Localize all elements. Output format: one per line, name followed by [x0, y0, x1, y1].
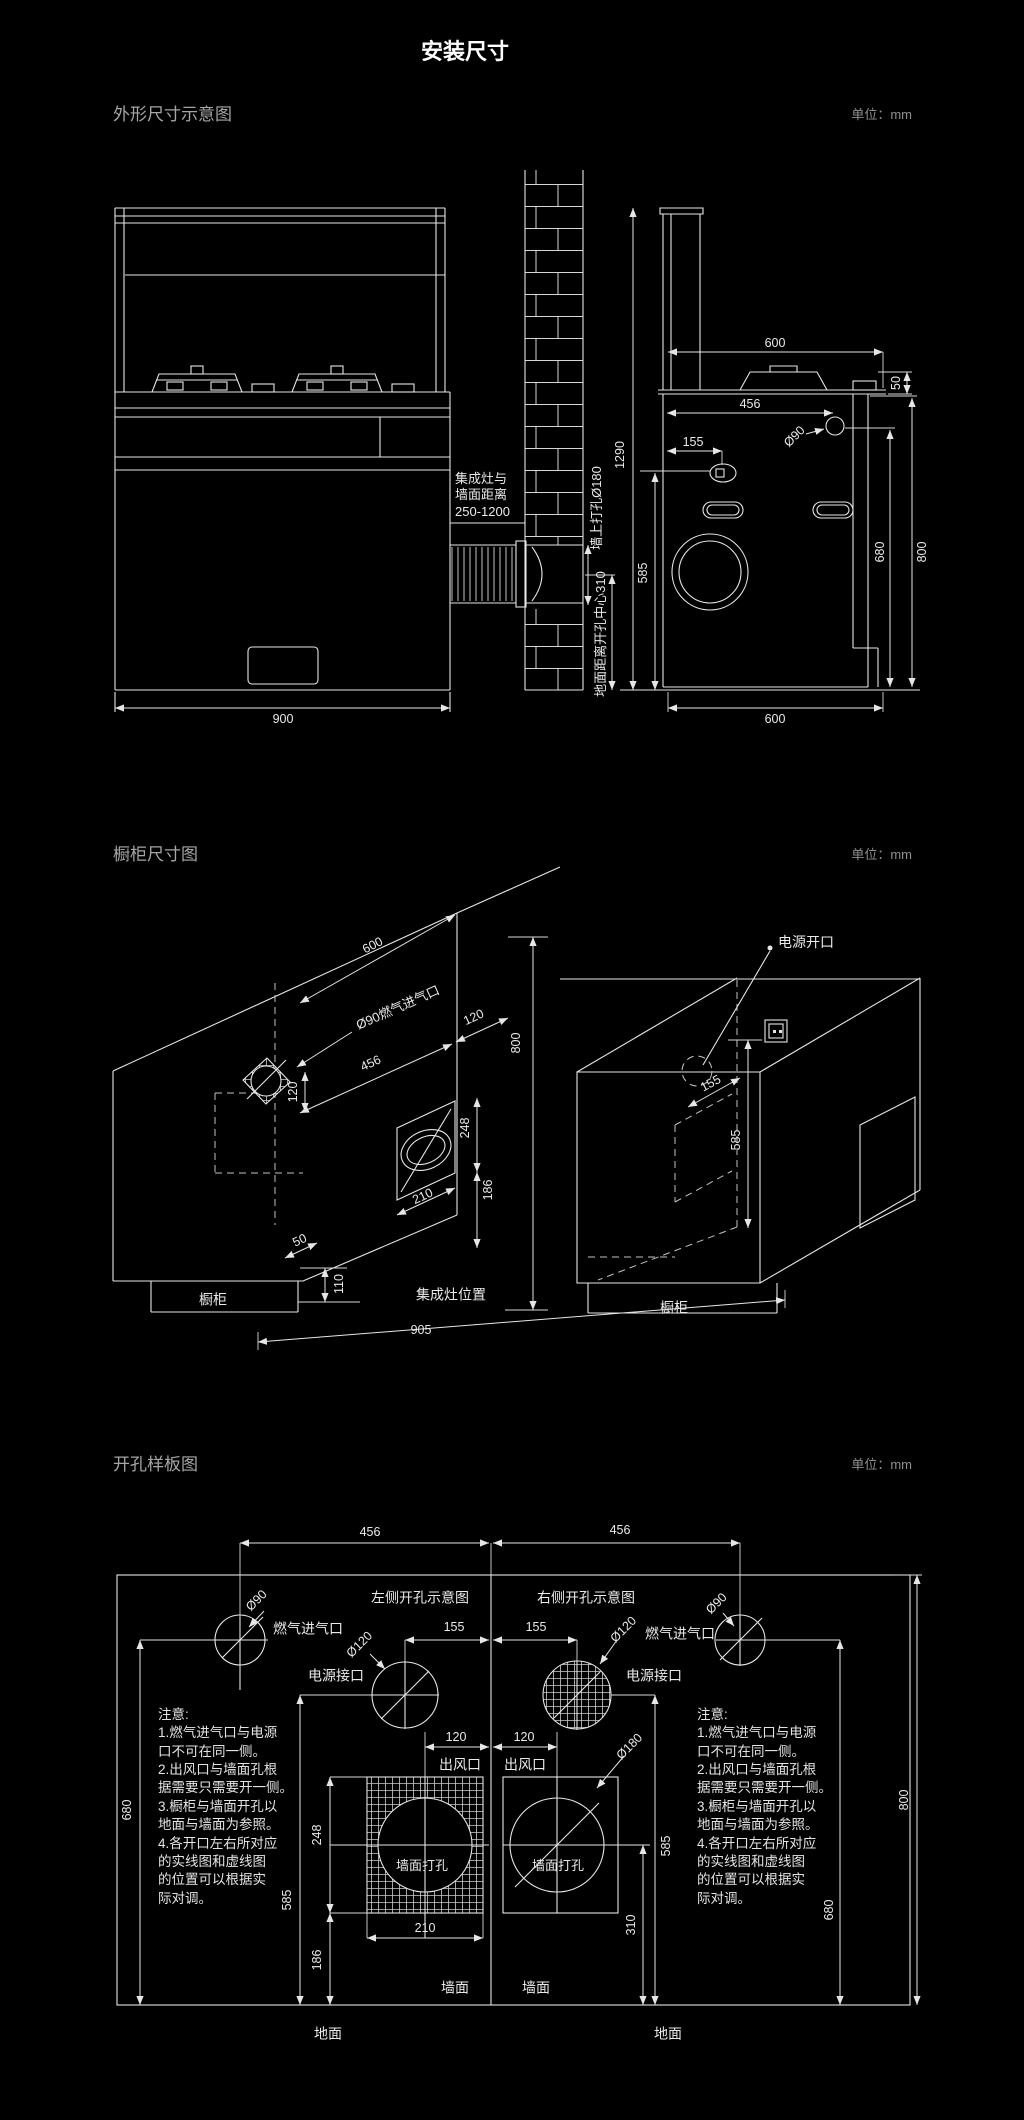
section1-unit: 单位：mm	[851, 107, 912, 122]
tpl-310: 310	[624, 1914, 639, 1936]
tpl-680-left: 680	[120, 1799, 135, 1821]
template-outline	[116, 1574, 911, 2006]
cab-dim-186: 186	[481, 1179, 496, 1201]
gas-inlet-label-right: 燃气进气口	[645, 1625, 715, 1642]
stove-position-label: 集成灶位置	[416, 1286, 486, 1303]
left-template	[136, 1539, 492, 2005]
floor-label-left: 地面	[314, 2025, 342, 2042]
tpl-120-right: 120	[513, 1730, 535, 1745]
cab-dim-905: 905	[410, 1323, 432, 1338]
tpl-155-left: 155	[443, 1620, 465, 1635]
tpl-585-right: 585	[659, 1835, 674, 1857]
page-title: 安装尺寸	[420, 39, 510, 64]
outlet-label-left: 出风口	[439, 1756, 481, 1773]
floor-hole-dim: 地面距离开孔中心310	[592, 571, 608, 697]
drilling-template-drawing	[116, 1539, 922, 2006]
gas-inlet-label-left: 燃气进气口	[273, 1620, 343, 1637]
wall-label-left: 墙面	[441, 1979, 469, 1996]
notes-left: 注意: 1.燃气进气口与电源 口不可在同一侧。 2.出风口与墙面孔根 据需要只需…	[158, 1707, 293, 1906]
cabinet-dimension-drawing	[112, 866, 921, 1350]
dim-900: 900	[272, 712, 294, 727]
left-template-title: 左侧开孔示意图	[371, 1589, 469, 1606]
outline-dimension-drawing	[114, 170, 920, 712]
tpl-248: 248	[310, 1824, 325, 1846]
dim-600-top: 600	[764, 336, 786, 351]
cabinet-right-label: 橱柜	[660, 1299, 688, 1316]
side-view	[620, 207, 920, 712]
left-cabinet	[112, 866, 561, 1313]
cab-dim-110: 110	[332, 1274, 347, 1294]
tpl-155-right: 155	[525, 1620, 547, 1635]
notes-right: 注意: 1.燃气进气口与电源 口不可在同一侧。 2.出风口与墙面孔根 据需要只需…	[697, 1707, 832, 1906]
wall-dimensions	[584, 208, 710, 690]
dim-800: 800	[915, 541, 930, 563]
tpl-120-left: 120	[445, 1730, 467, 1745]
section2-unit: 单位：mm	[851, 847, 912, 862]
front-view	[114, 207, 451, 712]
dim-600-bottom: 600	[764, 712, 786, 727]
tpl-800: 800	[897, 1789, 912, 1811]
power-label-right: 电源接口	[626, 1667, 682, 1684]
wall-hole-label-left: 墙面打孔	[395, 1857, 449, 1873]
cab-dim-585: 585	[729, 1129, 744, 1151]
dim-155: 155	[682, 435, 704, 450]
dim-50: 50	[889, 376, 904, 390]
cab-dim-120-side: 120	[286, 1081, 301, 1103]
right-template	[493, 1539, 922, 2005]
section1-heading: 外形尺寸示意图	[113, 105, 232, 124]
outlet-label-right: 出风口	[504, 1756, 546, 1773]
floor-label-right: 地面	[654, 2025, 682, 2042]
cab-dim-800: 800	[509, 1032, 524, 1054]
wall-label-right: 墙面	[522, 1979, 550, 1996]
wall-hole-label-right: 墙面打孔	[531, 1857, 585, 1873]
tpl-456-left: 456	[359, 1525, 381, 1540]
section3-unit: 单位：mm	[851, 1457, 912, 1472]
tpl-210: 210	[414, 1921, 436, 1936]
right-cabinet	[560, 945, 921, 1314]
tpl-456-right: 456	[609, 1523, 631, 1538]
stove-gap-dimensions	[257, 936, 786, 1350]
power-opening-label: 电源开口	[778, 934, 834, 950]
wall-distance-note: 集成灶与 墙面距离 250-1200	[455, 471, 510, 519]
section2-heading: 橱柜尺寸图	[113, 845, 198, 864]
dim-1290: 1290	[613, 441, 628, 469]
tpl-186: 186	[310, 1949, 325, 1971]
right-template-title: 右侧开孔示意图	[537, 1589, 635, 1606]
cab-dim-248: 248	[458, 1117, 473, 1139]
cabinet-left-label: 橱柜	[199, 1291, 227, 1308]
dim-456: 456	[739, 397, 761, 412]
section3-heading: 开孔样板图	[113, 1455, 198, 1474]
wall-section	[450, 170, 584, 691]
power-label-left: 电源接口	[308, 1667, 364, 1684]
wall-hole-dim: 墙上打孔Ø180	[588, 466, 604, 550]
dim-680: 680	[873, 541, 888, 563]
dim-585: 585	[636, 562, 651, 584]
